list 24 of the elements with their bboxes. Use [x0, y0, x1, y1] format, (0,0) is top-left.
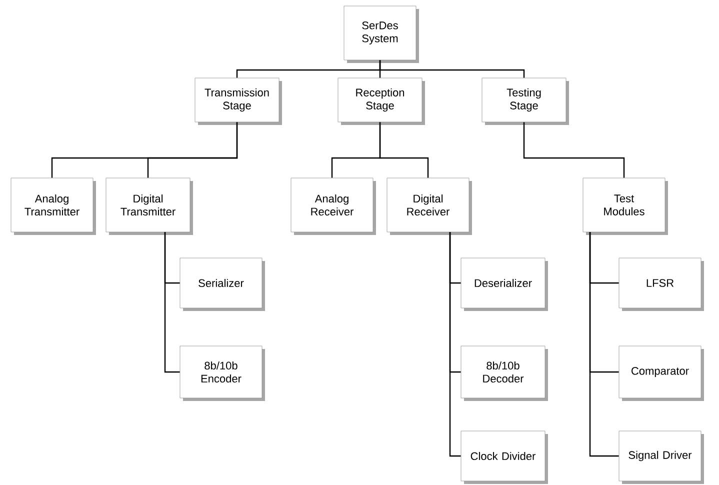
box: Analog Receiver [290, 178, 376, 235]
connector [449, 232, 461, 457]
connector [523, 122, 625, 178]
box: Test Modules [582, 178, 668, 235]
connector [589, 232, 619, 457]
connector [379, 60, 525, 78]
box: Transmission Stage [194, 78, 282, 125]
box: Testing Stage [482, 78, 569, 125]
box: Serializer [180, 258, 265, 311]
box: LFSR [618, 258, 704, 311]
box: Signal Driver [618, 430, 704, 484]
box: Analog Transmitter [10, 178, 96, 235]
box: Deserializer [460, 258, 548, 311]
box: Clock Divider [460, 430, 548, 484]
box: Comparator [618, 346, 704, 401]
box: Digital Receiver [386, 178, 472, 235]
connector [147, 122, 238, 178]
box: Digital Transmitter [106, 178, 193, 235]
connector [164, 232, 180, 373]
box: SerDes System [344, 6, 419, 63]
box: 8b/10b Encoder [180, 346, 265, 401]
box: 8b/10b Decoder [460, 346, 548, 401]
box: Reception Stage [338, 78, 425, 125]
connector [379, 122, 429, 178]
